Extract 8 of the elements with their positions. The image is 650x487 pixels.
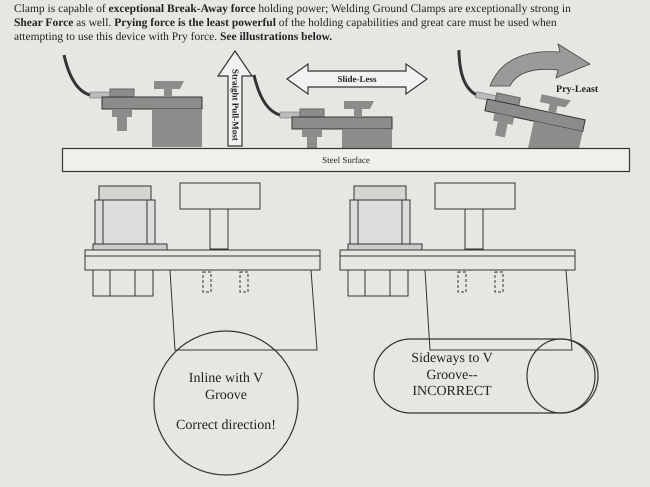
- node-text: Straight Pull-Most: [230, 68, 240, 141]
- node-text: Slide-Less: [337, 74, 376, 84]
- force-label: Pry-Least: [556, 84, 598, 95]
- node-text: Inline with V Groove: [188, 370, 264, 404]
- node-text: Steel Surface: [322, 154, 370, 166]
- node-text: Sideways to V Groove--INCORRECT: [410, 350, 494, 402]
- instruction-paragraph: Clamp is capable of exceptional Break-Away force holding power; Welding Ground Clamps are exceptionally strong in Shear Force as well. Prying force is the least powerful of the holding capabilities and great care must be used when attempting to use this device with Pry force. See illustrations below.: [14, 2, 572, 44]
- node-text: Correct direction!: [176, 418, 276, 436]
